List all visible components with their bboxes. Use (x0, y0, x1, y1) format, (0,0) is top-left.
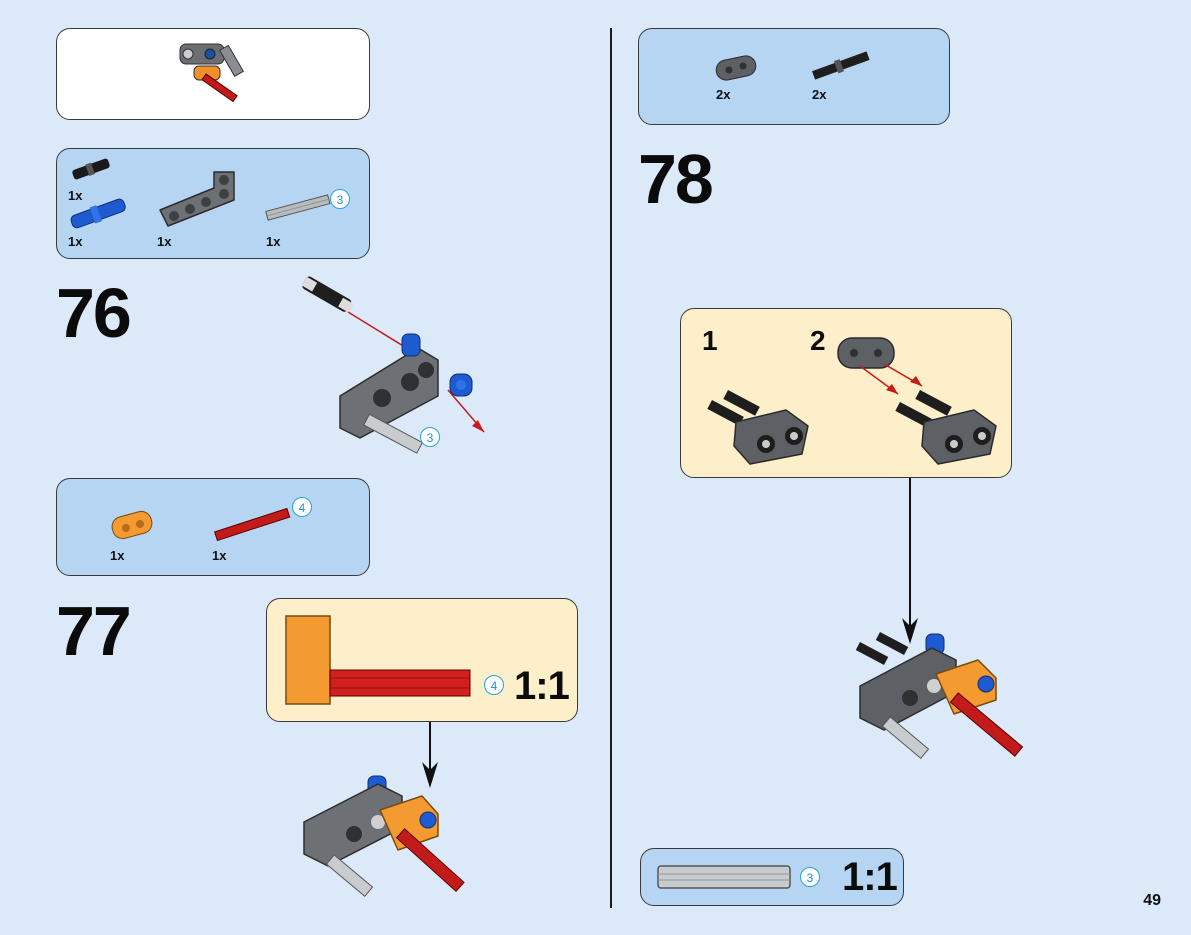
qty-axle: 1x (266, 234, 280, 249)
red-axle-icon (210, 504, 294, 544)
qty-angled-beam: 1x (157, 234, 171, 249)
substep-number-2: 2 (810, 327, 826, 355)
substep-1-illustration (706, 384, 816, 464)
qty-red-axle: 1x (212, 548, 226, 563)
grey-axle-scale (656, 864, 792, 890)
qty-black-axle-pin: 2x (812, 87, 826, 102)
grey-axle-icon (262, 190, 334, 226)
subassembly-78-arrow (900, 478, 920, 648)
column-divider (610, 28, 612, 908)
black-axle-pin-icon (808, 50, 874, 82)
step-76-illustration (298, 278, 498, 458)
grey-connector-icon (712, 54, 760, 84)
qty-orange-connector: 1x (110, 548, 124, 563)
axle-length-badge-callout-77: 4 (484, 675, 504, 695)
axle-length-badge-77: 4 (292, 497, 312, 517)
step-77-illustration (298, 770, 478, 896)
scale-ratio-77: 1:1 (514, 666, 569, 706)
step-number-76: 76 (56, 278, 130, 348)
black-pin-icon (68, 158, 114, 180)
axle-length-badge-step-76: 3 (420, 427, 440, 447)
previous-result-illustration (170, 40, 260, 110)
parts-box-78 (638, 28, 950, 125)
grey-angled-beam-icon (154, 166, 240, 232)
substep-number-1: 1 (702, 327, 718, 355)
orange-connector-icon (106, 508, 158, 544)
axle-length-badge-callout-78: 3 (800, 867, 820, 887)
blue-pin-icon (66, 196, 130, 230)
step-number-78: 78 (638, 144, 712, 214)
qty-blue-pin: 1x (68, 234, 82, 249)
step-number-77: 77 (56, 596, 130, 666)
qty-grey-connector: 2x (716, 87, 730, 102)
scale-ratio-78: 1:1 (842, 857, 897, 897)
step-78-illustration (852, 628, 1032, 758)
page-number: 49 (1143, 892, 1161, 910)
callout-77-scale-parts (284, 614, 474, 706)
axle-length-badge-76: 3 (330, 189, 350, 209)
substep-2-illustration (836, 336, 1000, 466)
